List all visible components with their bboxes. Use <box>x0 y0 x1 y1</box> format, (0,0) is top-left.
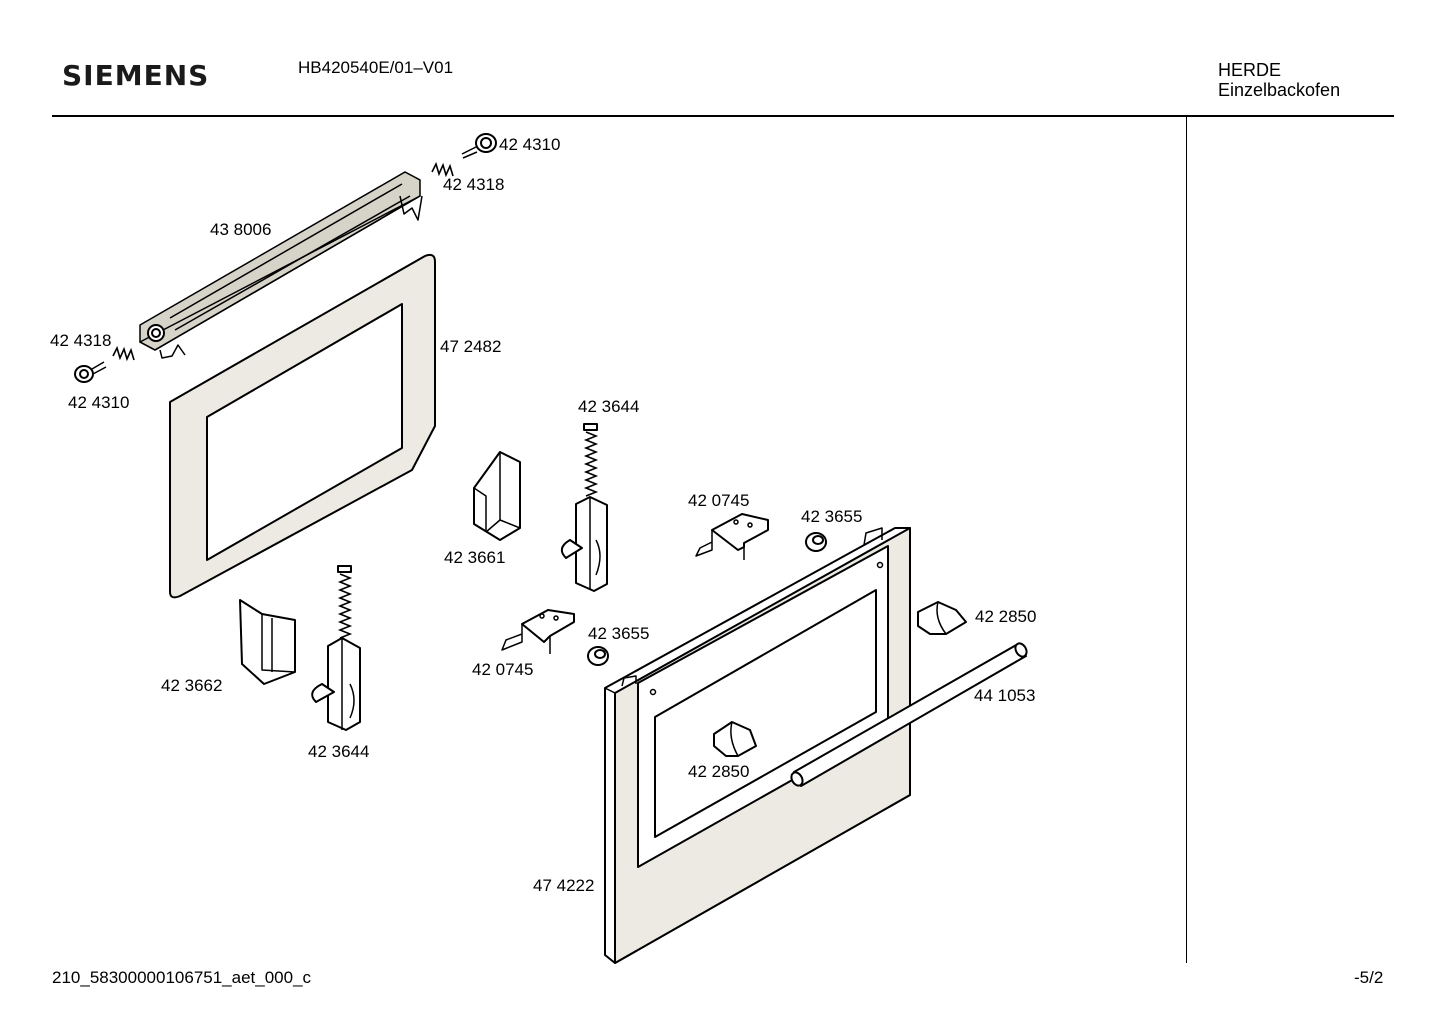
label-outer-door: 47 4222 <box>533 876 594 895</box>
end-cap-right-part <box>917 601 967 635</box>
guide-left-part <box>239 599 296 685</box>
spacer-upper-part <box>805 532 827 552</box>
bracket-lower-part <box>501 609 575 654</box>
label-spacer-lower: 42 3655 <box>588 624 649 643</box>
label-end-cap-right: 42 2850 <box>975 607 1036 626</box>
label-hinge-strip: 43 8006 <box>210 220 271 239</box>
label-handle-bar: 44 1053 <box>974 686 1035 705</box>
knob-left-part <box>74 361 107 383</box>
label-bracket-upper: 42 0745 <box>688 491 749 510</box>
category-subtype: Einzelbackofen <box>1218 80 1341 100</box>
label-bracket-lower: 42 0745 <box>472 660 533 679</box>
page-number: -5/2 <box>1354 968 1384 987</box>
label-end-cap-left: 42 2850 <box>688 762 749 781</box>
hinge-strip-part <box>139 171 423 359</box>
hinge-right-part <box>560 423 608 592</box>
label-spring-left: 42 4318 <box>50 331 111 350</box>
label-spacer-upper: 42 3655 <box>801 507 862 526</box>
hinge-left-part <box>311 565 361 731</box>
drawing-code: 210_58300000106751_aet_000_c <box>52 968 312 987</box>
label-hinge-left: 42 3644 <box>308 742 369 761</box>
appliance-category: HERDE Einzelbackofen <box>1218 60 1340 100</box>
spring-left-part <box>112 345 135 362</box>
outer-door-part <box>604 527 911 964</box>
category-type: HERDE <box>1218 60 1282 80</box>
inner-glass-part <box>169 253 436 599</box>
model-number: HB420540E/01–V01 <box>298 58 454 77</box>
siemens-logo: SIEMENS <box>62 59 210 92</box>
header-divider <box>52 115 1394 117</box>
label-spring-top: 42 4318 <box>443 175 504 194</box>
spacer-lower-part <box>587 646 609 666</box>
handle-bar-part <box>790 642 1028 787</box>
bracket-upper-part <box>695 513 769 560</box>
label-guide-left: 42 3662 <box>161 676 222 695</box>
label-hinge-right: 42 3644 <box>578 397 639 416</box>
label-guide-right: 42 3661 <box>444 548 505 567</box>
end-cap-left-part <box>713 721 757 757</box>
label-knob-top: 42 4310 <box>499 135 560 154</box>
knob-top-part <box>461 133 497 159</box>
guide-right-part <box>473 451 521 541</box>
label-inner-glass: 47 2482 <box>440 337 501 356</box>
label-knob-left: 42 4310 <box>68 393 129 412</box>
sidebar-divider <box>1186 117 1187 963</box>
spring-top-part <box>431 161 454 178</box>
